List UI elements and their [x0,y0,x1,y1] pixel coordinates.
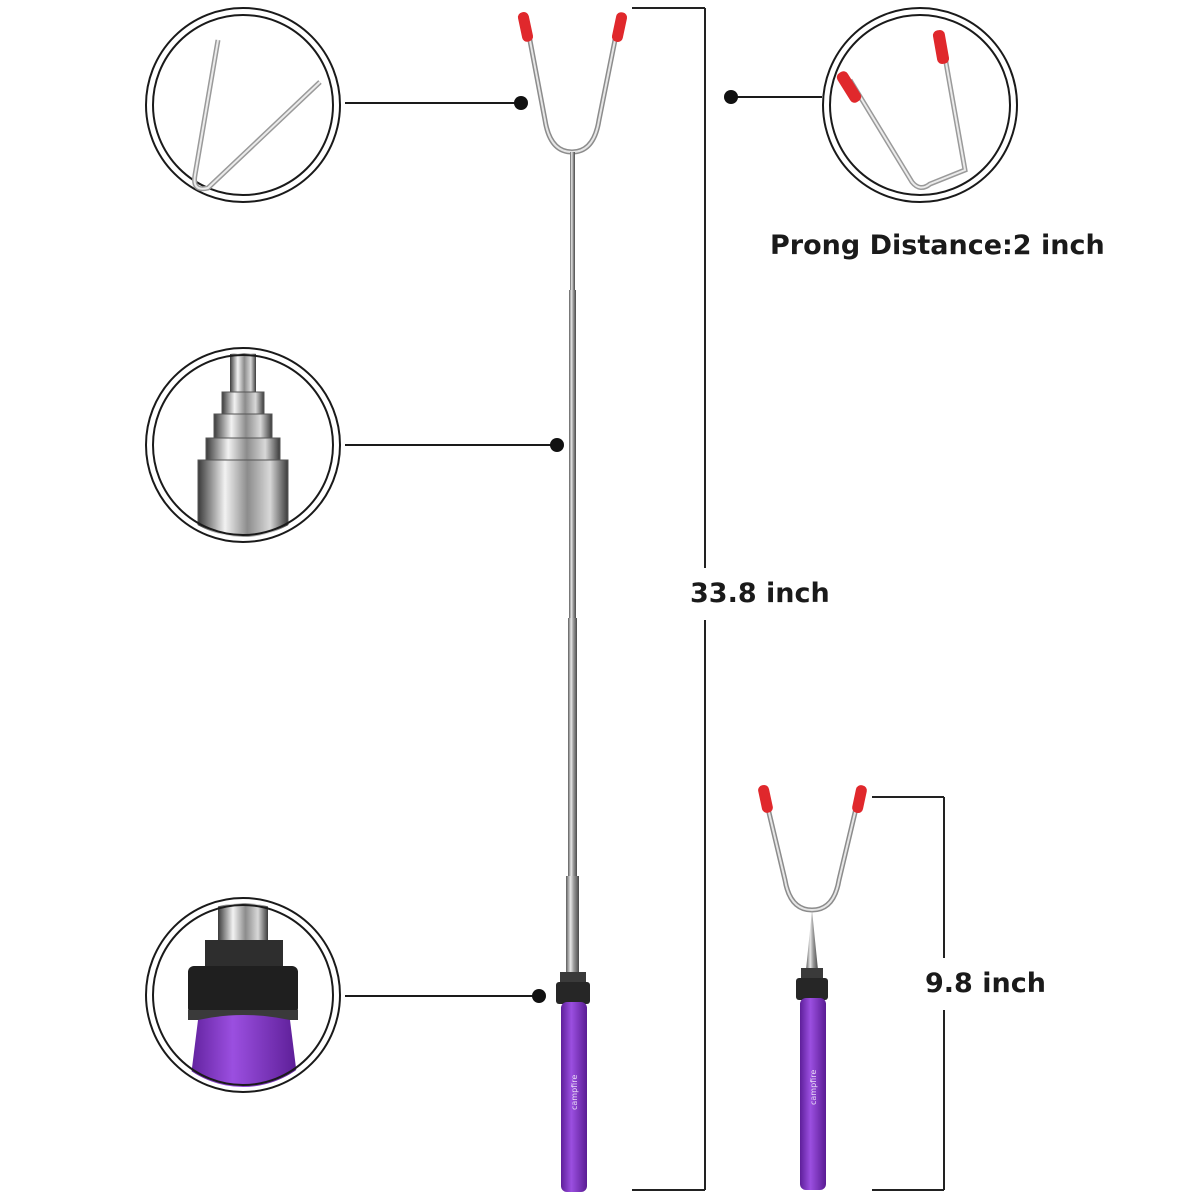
prong-tips-callout [724,7,1018,203]
short-tip-right [852,785,867,814]
handle-joint-callout [145,897,546,1093]
short-length-bracket [872,796,1050,1191]
long-length-bracket [632,7,829,1191]
short-fork: campfire [758,784,867,1190]
prong-tips-icon [836,30,968,190]
prong-closeup-icon [192,39,322,192]
telescoping-tube-callout [145,347,564,543]
telescoping-tube-icon [197,353,289,537]
svg-text:campfire: campfire [570,1075,579,1110]
prong-tip-right [611,12,628,42]
long-fork-handle: campfire [556,972,590,1192]
prong-distance-label: Prong Distance:2 inch [770,230,1105,261]
long-fork-prongs [517,12,628,155]
collapsed-length-label: 9.8 inch [925,968,1046,999]
svg-text:campfire: campfire [809,1070,818,1105]
short-tip-left [758,784,773,813]
long-fork-rod [566,152,579,976]
extended-length-label: 33.8 inch [690,578,830,609]
prong-closeup-callout [145,7,528,203]
handle-joint-icon [188,903,300,1087]
prong-tip-left [517,12,534,42]
